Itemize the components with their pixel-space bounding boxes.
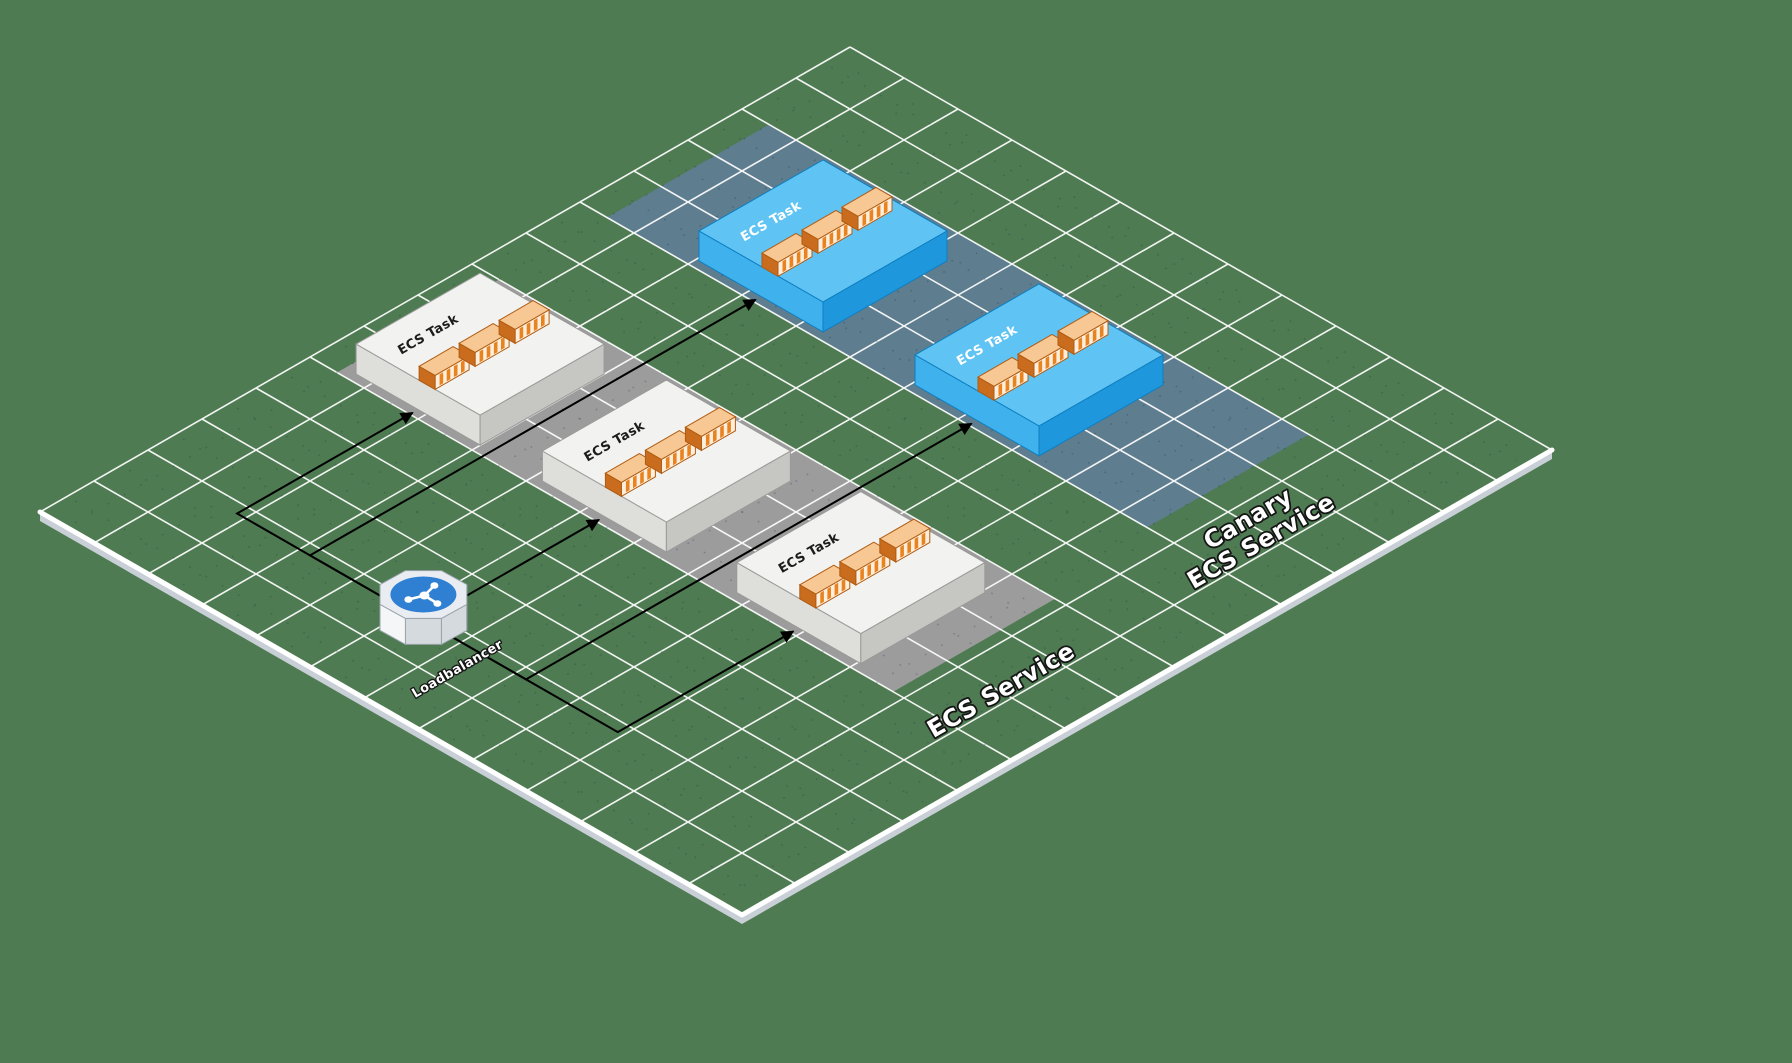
container-rib — [625, 479, 630, 493]
connector-lb-to-canary-task-2 — [422, 422, 973, 681]
container-rib — [822, 236, 827, 250]
container-rib — [439, 372, 444, 386]
container-top — [878, 518, 931, 549]
container-rib — [720, 425, 724, 439]
container-rib — [1059, 347, 1064, 361]
container-top — [498, 300, 551, 330]
container-rib — [519, 326, 524, 340]
container-rib — [1052, 351, 1057, 365]
container-rib — [673, 452, 677, 466]
container-rib — [836, 227, 841, 241]
container-rib — [461, 359, 465, 373]
container-rib — [526, 322, 531, 336]
container-rib — [1092, 328, 1097, 342]
container-rib — [541, 313, 545, 327]
platform-edge — [37, 447, 1555, 924]
container-rib — [1012, 374, 1017, 388]
container-rib — [1045, 356, 1050, 370]
container-rib — [453, 364, 458, 378]
ecs-task-2: ECS Task — [541, 379, 792, 553]
containers-icon — [604, 407, 737, 498]
container-rib — [479, 349, 484, 363]
container-rib — [914, 536, 919, 550]
containers-icon — [976, 310, 1110, 402]
container-rib — [1099, 324, 1104, 338]
containers-icon — [798, 518, 931, 609]
container-top — [840, 186, 894, 217]
container-rib — [829, 232, 834, 246]
container-rib — [647, 466, 651, 480]
container-rib — [862, 213, 867, 227]
container-rib — [640, 471, 644, 485]
container-rib — [803, 246, 808, 260]
container-rib — [820, 590, 824, 604]
loadbalancer-side — [404, 617, 442, 645]
container-rib — [876, 204, 881, 218]
container-rib — [501, 336, 505, 350]
container-rib — [687, 443, 691, 457]
container-rib — [874, 559, 879, 573]
container-rib — [486, 345, 491, 359]
container-top — [684, 407, 737, 437]
container-rib — [843, 223, 848, 237]
containers-icon — [418, 300, 551, 391]
container-rib — [921, 532, 926, 546]
container-rib — [869, 209, 874, 223]
container-rib — [789, 255, 794, 269]
container-rib — [680, 448, 684, 462]
containers-icon — [760, 186, 894, 278]
container-rib — [782, 259, 787, 273]
container-rib — [1078, 337, 1083, 351]
container-rib — [834, 582, 839, 596]
container-rib — [1038, 360, 1043, 374]
container-rib — [907, 540, 911, 554]
container-rib — [533, 318, 538, 332]
container-top — [1056, 310, 1110, 341]
container-rib — [827, 586, 831, 600]
container-rib — [493, 341, 498, 355]
container-rib — [446, 368, 451, 382]
container-rib — [1005, 379, 1010, 393]
container-rib — [727, 420, 731, 434]
container-rib — [1019, 370, 1024, 384]
container-rib — [665, 456, 670, 470]
canary-ecs-task-2: ECS Task — [913, 283, 1165, 457]
canary-ecs-task-1: ECS Task — [697, 159, 949, 333]
container-rib — [633, 475, 637, 489]
container-rib — [881, 555, 886, 569]
ecs-task-1: ECS Task — [355, 272, 606, 446]
container-rib — [796, 250, 801, 264]
container-rib — [860, 567, 864, 581]
container-rib — [1085, 333, 1090, 347]
container-rib — [998, 383, 1003, 397]
container-rib — [841, 578, 846, 592]
container-rib — [713, 429, 717, 443]
share-icon — [404, 582, 442, 607]
container-rib — [867, 563, 871, 577]
container-rib — [883, 200, 888, 214]
container-rib — [900, 544, 904, 558]
ecs-task-3: ECS Task — [735, 491, 986, 665]
container-rib — [705, 433, 710, 447]
